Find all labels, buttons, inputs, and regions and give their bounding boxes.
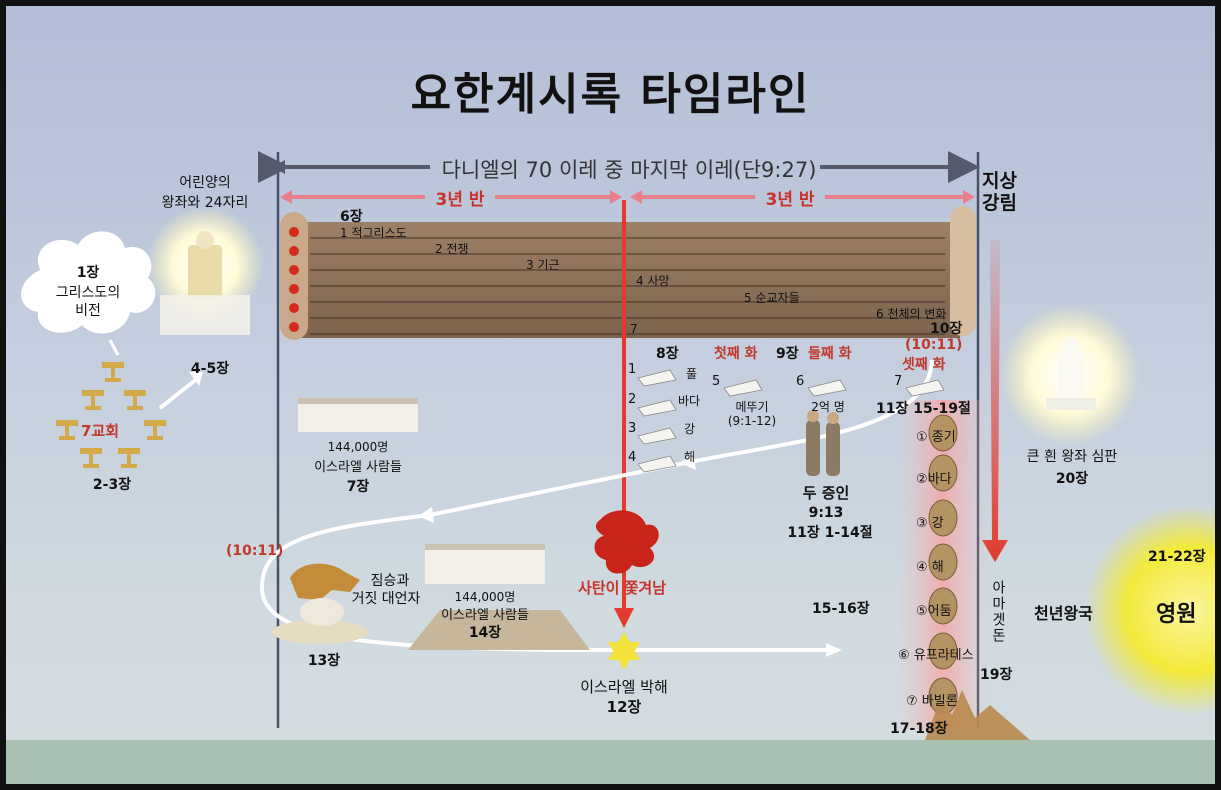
second-coming-line1: 지상 bbox=[982, 170, 1017, 192]
lamb-crowd bbox=[408, 544, 590, 650]
seal-7: 7 bbox=[630, 322, 638, 336]
second-coming-label: 지상 강림 bbox=[982, 170, 1017, 214]
trumpet-1-num: 1 bbox=[628, 362, 637, 377]
bowl-3: ③ 강 bbox=[916, 516, 944, 531]
trumpet-3-num: 3 bbox=[628, 421, 637, 436]
ch15-16-label: 15-16장 bbox=[812, 601, 870, 617]
bowl-4: ④ 해 bbox=[916, 560, 944, 575]
star-of-david bbox=[608, 632, 640, 670]
trumpet-4-num: 4 bbox=[628, 450, 637, 465]
sealed-count: 144,000명 bbox=[327, 440, 389, 454]
second-coming-line2: 강림 bbox=[982, 192, 1017, 214]
lamb-crowd-chapter: 14장 bbox=[468, 625, 502, 641]
churches-label: 7교회 bbox=[80, 422, 120, 440]
israel-chapter: 12장 bbox=[606, 698, 642, 716]
seal-6: 6 천체의 변화 bbox=[876, 307, 947, 321]
seal-3: 3 기근 bbox=[526, 258, 560, 272]
white-throne-figure bbox=[1046, 337, 1096, 410]
witnesses-label: 두 증인 bbox=[802, 484, 850, 502]
churches-chapter: 2-3장 bbox=[92, 477, 132, 493]
sealed-crowd bbox=[298, 398, 418, 432]
witnesses-ref: 9:13 bbox=[808, 505, 844, 521]
sealed-people: 이스라엘 사람들 bbox=[314, 460, 402, 475]
seal-5: 5 순교자들 bbox=[744, 291, 800, 305]
seal-4: 4 사망 bbox=[636, 274, 670, 288]
lamb-crowd-count: 144,000명 bbox=[454, 590, 516, 604]
woe3-label: 셋째 화 bbox=[902, 357, 946, 373]
throne-chapter: 4-5장 bbox=[190, 361, 230, 377]
seal-2: 2 전쟁 bbox=[435, 242, 469, 256]
half-right-label: 3년 반 bbox=[765, 190, 815, 210]
beasts-chapter: 13장 bbox=[307, 653, 341, 669]
bowl-7: ⑦ 바빌론 bbox=[906, 694, 958, 709]
ch1-chapter: 1장 bbox=[76, 265, 100, 281]
beasts-line1: 짐승과 bbox=[370, 573, 410, 589]
ch1-line1: 그리스도의 bbox=[55, 285, 121, 301]
half-left-label: 3년 반 bbox=[435, 190, 485, 210]
satan-label: 사탄이 쫓겨남 bbox=[577, 579, 667, 597]
second-coming-arrow bbox=[982, 240, 1008, 562]
white-throne-label: 큰 흰 왕좌 심판 bbox=[1026, 449, 1118, 465]
trumpet-7-num: 7 bbox=[894, 374, 903, 389]
white-throne-chapter: 20장 bbox=[1055, 471, 1089, 487]
eternity-chapter: 21-22장 bbox=[1148, 549, 1206, 565]
trumpet-3-label: 강 bbox=[684, 422, 696, 436]
trumpet-2-num: 2 bbox=[628, 392, 637, 407]
seals-chapter: 6장 bbox=[340, 209, 363, 225]
trumpet-6-num: 6 bbox=[796, 374, 805, 389]
eternity-label: 영원 bbox=[1156, 602, 1197, 627]
seal-1: 1 적그리스도 bbox=[340, 226, 407, 240]
armageddon-label: 아마겟돈 bbox=[990, 580, 1006, 644]
ch10-label: 10장 bbox=[930, 321, 963, 337]
israel-label: 이스라엘 박해 bbox=[580, 678, 668, 696]
throne-line1: 어린양의 bbox=[179, 175, 231, 191]
babylon-ruins bbox=[925, 690, 1030, 740]
bowl-2: ②바다 bbox=[916, 472, 952, 487]
ref-1011-top: (10:11) bbox=[905, 337, 963, 353]
trumpet-5-num: 5 bbox=[712, 374, 721, 389]
trumpet-5-label: 메뚜기 bbox=[735, 400, 769, 414]
bowl-6: ⑥ 유프라테스 bbox=[898, 648, 974, 663]
eternity-sun bbox=[1085, 505, 1221, 715]
ch17-18-label: 17-18장 bbox=[890, 721, 948, 737]
ch19-label: 19장 bbox=[980, 667, 1013, 683]
lamb-throne-figure bbox=[160, 231, 250, 335]
woe1-label: 첫째 화 bbox=[714, 346, 758, 362]
trumpet-5-ref: (9:1-12) bbox=[727, 414, 777, 428]
ref-1011-left: (10:11) bbox=[226, 543, 284, 559]
trumpet-2-label: 바다 bbox=[678, 394, 701, 408]
ch8-label: 8장 bbox=[656, 346, 679, 362]
bowl-5: ⑤어둠 bbox=[916, 604, 952, 619]
trumpet-4-label: 해 bbox=[684, 450, 696, 464]
bowl-1: ① 종기 bbox=[916, 430, 956, 445]
page-title: 요한계시록 타임라인 bbox=[410, 69, 811, 120]
witnesses-chapter: 11장 1-14절 bbox=[787, 525, 873, 541]
ground-strip bbox=[0, 740, 1221, 790]
beasts-line2: 거짓 대언자 bbox=[351, 591, 421, 607]
woe2-label: 둘째 화 bbox=[808, 346, 852, 362]
seventy-week-label: 다니엘의 70 이레 중 마지막 이레(단9:27) bbox=[441, 158, 817, 182]
trumpet-6-label: 2억 명 bbox=[811, 400, 845, 414]
ch11-15-label: 11장 15-19절 bbox=[876, 401, 971, 417]
millennium-label: 천년왕국 bbox=[1034, 604, 1093, 623]
ch9-label: 9장 bbox=[776, 346, 799, 362]
ch1-line2: 비전 bbox=[75, 303, 101, 319]
sealed-chapter: 7장 bbox=[346, 479, 370, 495]
trumpet-1-label: 풀 bbox=[686, 367, 698, 381]
throne-line2: 왕좌와 24자리 bbox=[161, 195, 249, 211]
lamb-crowd-people: 이스라엘 사람들 bbox=[441, 608, 529, 623]
two-witnesses-figure bbox=[806, 410, 840, 476]
beasts-figure bbox=[272, 563, 368, 644]
vision-cloud bbox=[20, 231, 156, 334]
dragon-figure bbox=[594, 510, 659, 574]
